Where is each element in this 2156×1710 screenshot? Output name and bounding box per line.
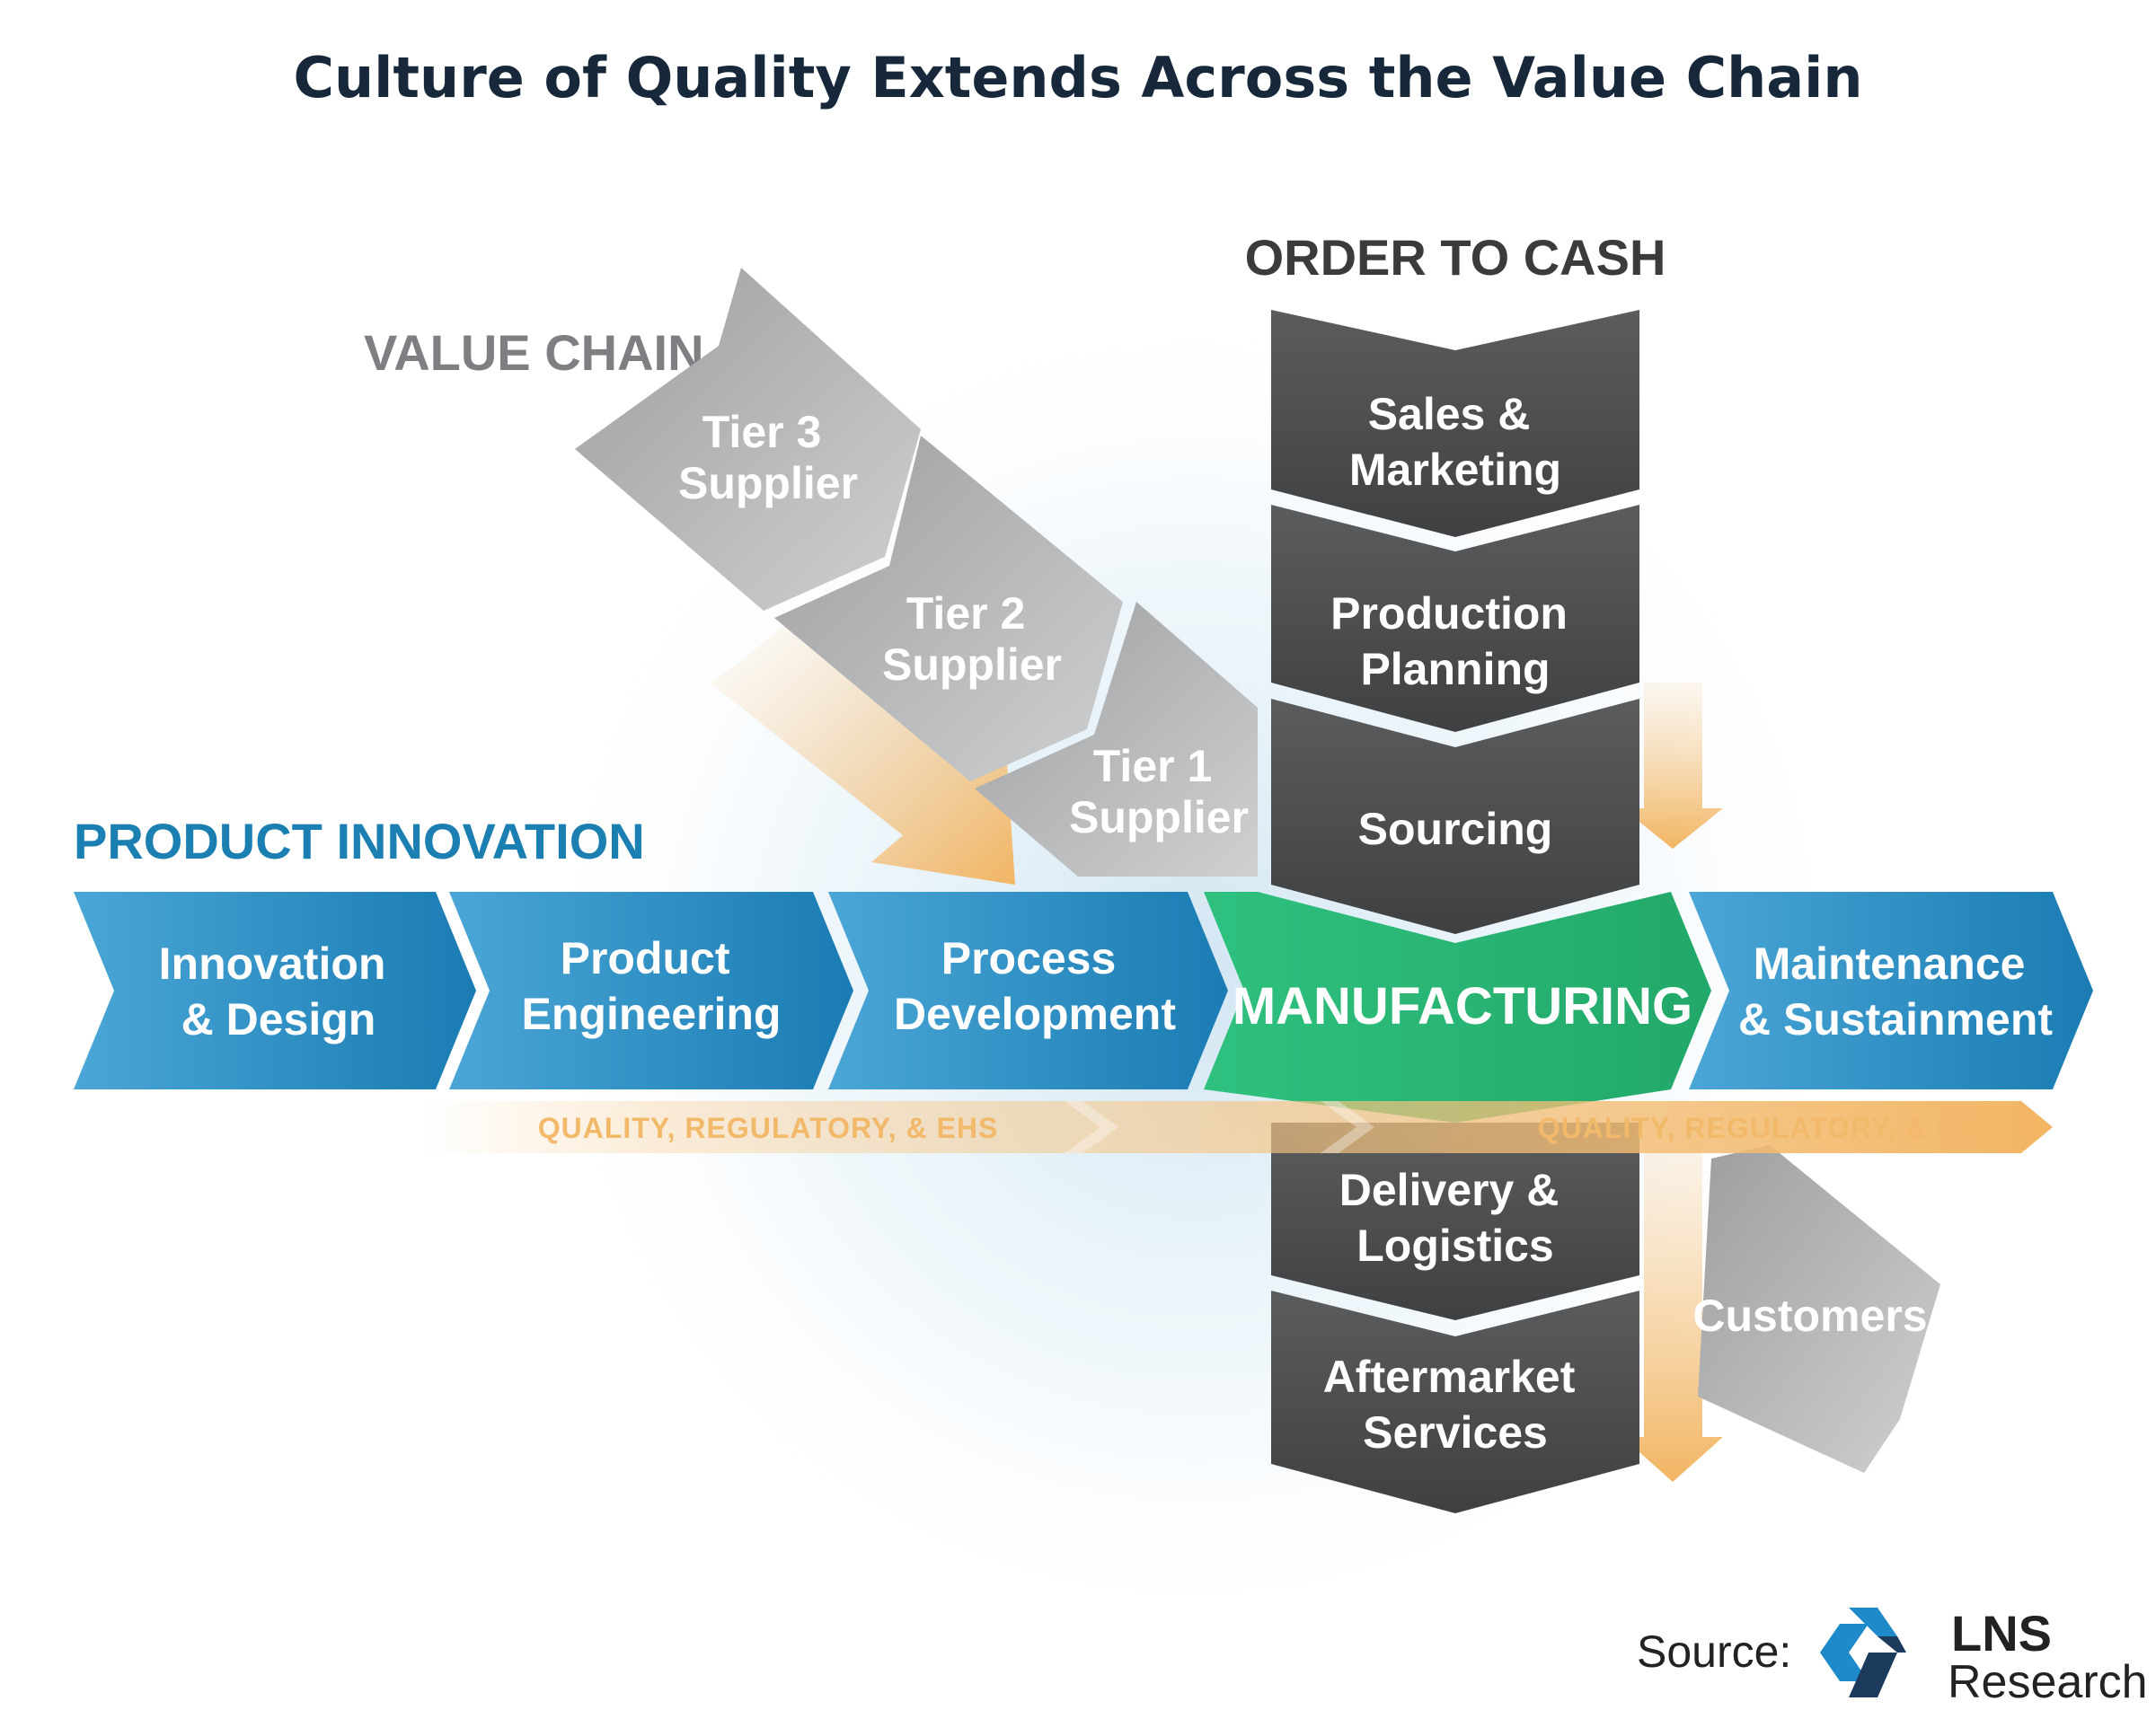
product-engineering-chevron <box>449 892 853 1089</box>
delivery-logistics-chevron <box>1271 1123 1639 1320</box>
product-innovation-label: PRODUCT INNOVATION <box>74 813 645 869</box>
product-engineering-label: Product Engineering <box>522 933 782 1039</box>
aftermarket-services-chevron <box>1271 1291 1639 1513</box>
tier2-supplier-label: Tier 2 Supplier <box>882 588 1062 690</box>
logo-brand-secondary: Research <box>1948 1656 2148 1708</box>
quality-label-right: QUALITY, REGULATORY, & EHS <box>1538 1112 1999 1144</box>
lns-logo-icon <box>1820 1608 1906 1697</box>
process-development-label: Process Development <box>894 933 1176 1039</box>
quality-band-chevron-a <box>1065 1101 1118 1153</box>
tier1-supplier-chevron <box>975 602 1258 877</box>
tier3-supplier-label: Tier 3 Supplier <box>678 407 858 508</box>
tier3-supplier-chevron <box>575 268 921 611</box>
logo-brand-primary: LNS <box>1951 1605 2052 1662</box>
process-development-chevron <box>828 892 1228 1089</box>
production-planning-label: Production Planning <box>1330 588 1580 694</box>
quality-band-chevron-b <box>1321 1101 1374 1153</box>
tier2-supplier-chevron <box>774 436 1123 781</box>
innovation-design-label: Innovation & Design <box>159 939 399 1045</box>
customers-label: Customers <box>1692 1291 1927 1341</box>
maintenance-sustainment-chevron <box>1689 892 2093 1089</box>
supplier-quality-arrow <box>710 620 1015 885</box>
production-planning-chevron <box>1271 505 1639 732</box>
maintenance-sustainment-label: Maintenance & Sustainment <box>1738 939 2053 1045</box>
sales-marketing-label: Sales & Marketing <box>1349 389 1561 495</box>
page-title: Culture of Quality Extends Across the Va… <box>294 45 1863 110</box>
aftermarket-services-label: Aftermarket Services <box>1323 1352 1588 1458</box>
manufacturing-chevron <box>1204 892 1711 1123</box>
customers-chevron <box>1698 1145 1940 1473</box>
source-label: Source: <box>1637 1626 1791 1677</box>
delivery-logistics-label: Delivery & Logistics <box>1339 1165 1572 1271</box>
innovation-design-chevron <box>74 892 476 1089</box>
manufacturing-label: MANUFACTURING <box>1233 977 1692 1036</box>
sales-marketing-chevron <box>1271 310 1639 537</box>
quality-label-left: QUALITY, REGULATORY, & EHS <box>538 1112 999 1144</box>
order-to-cash-label: ORDER TO CASH <box>1245 229 1666 286</box>
sourcing-chevron <box>1271 699 1639 934</box>
sourcing-quality-arrow <box>1622 683 1723 849</box>
value-chain-label: VALUE CHAIN <box>364 324 704 381</box>
quality-band-arrow <box>422 1101 2053 1153</box>
sourcing-label: Sourcing <box>1358 804 1553 854</box>
aftermarket-quality-arrow <box>1622 1123 1723 1482</box>
tier1-supplier-label: Tier 1 Supplier <box>1069 741 1249 842</box>
